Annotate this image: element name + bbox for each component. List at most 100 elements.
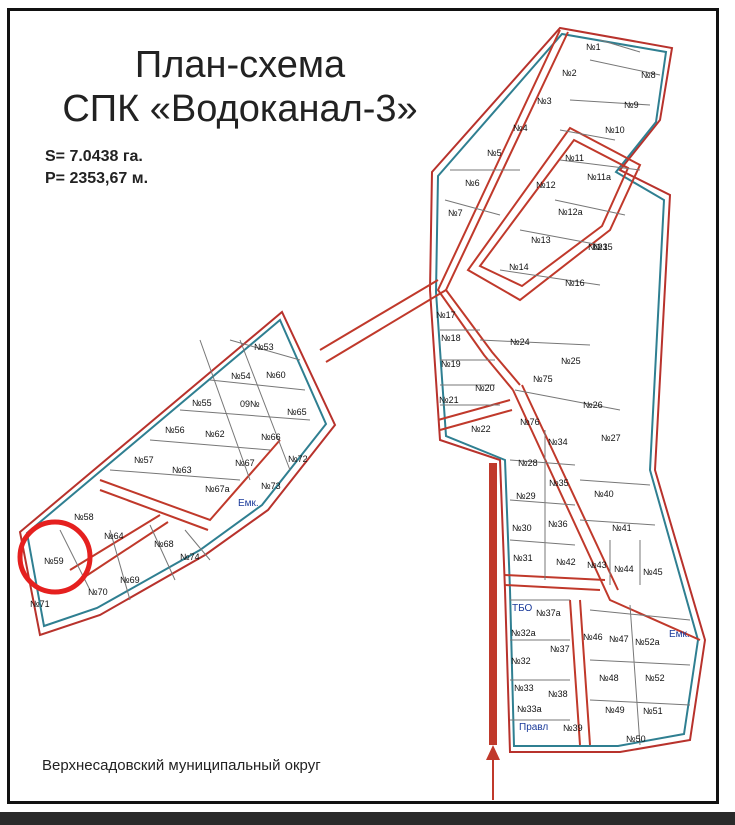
- plot-label: №44: [614, 564, 634, 574]
- plot-label: №76: [520, 417, 540, 427]
- highlight-circle: [17, 519, 93, 595]
- plot-label: №8: [641, 70, 656, 80]
- plot-label: №32: [511, 656, 531, 666]
- plot-label: №21: [439, 395, 459, 405]
- plot-label: №28: [518, 458, 538, 468]
- plot-label: №42: [556, 557, 576, 567]
- plot-label: №63: [172, 465, 192, 475]
- plot-label: №35: [549, 478, 569, 488]
- connector-road: [319, 279, 447, 363]
- sw-connector: [437, 399, 513, 431]
- plot-label: №29: [516, 491, 536, 501]
- lower-road: [504, 574, 606, 591]
- plot-label: №33: [514, 683, 534, 693]
- sw-road-1: [99, 439, 281, 531]
- plot-label: №69: [120, 575, 140, 585]
- plot-label: №10: [605, 125, 625, 135]
- arrow-head: [486, 745, 500, 760]
- plot-label: №50: [626, 734, 646, 744]
- plot-label: №67а: [205, 484, 230, 494]
- plot-label: №33а: [517, 704, 542, 714]
- plot-label: №39: [563, 723, 583, 733]
- plot-label: №14: [509, 262, 529, 272]
- ne-block-outer: [428, 26, 707, 753]
- plot-label: №59: [44, 556, 64, 566]
- plot-label: №74: [180, 552, 200, 562]
- plot-label: №46: [583, 632, 603, 642]
- plot-label: №52а: [635, 637, 660, 647]
- plot-label: №1: [586, 42, 601, 52]
- area-stat: S= 7.0438 га.: [45, 148, 143, 165]
- plot-label: №62: [205, 429, 225, 439]
- lower-vertical-road: [569, 599, 591, 746]
- plot-label: №53: [254, 342, 274, 352]
- plot-label: №38: [548, 689, 568, 699]
- entrance-arrow: [486, 463, 500, 800]
- plot-label: №6: [465, 178, 480, 188]
- plot-label: №16: [565, 278, 585, 288]
- plot-label: №30: [512, 523, 532, 533]
- main-road-ne: [436, 29, 561, 391]
- pravl-label: Правл: [519, 722, 548, 733]
- marker-labels: Емк. Емк. ТБО Правл: [238, 498, 690, 733]
- map-frame: [7, 8, 719, 804]
- district-label: Верхнесадовский муниципальный округ: [42, 757, 321, 774]
- inner-loop-road: [466, 126, 642, 302]
- plot-label: №2: [562, 68, 577, 78]
- plot-label: №13: [531, 235, 551, 245]
- plot-label: 09№: [240, 399, 260, 409]
- plot-label: №12: [536, 180, 556, 190]
- plot-label: №5: [487, 148, 502, 158]
- plot-label: №3: [537, 96, 552, 106]
- plot-label: №17: [436, 310, 456, 320]
- plot-label: №57: [134, 455, 154, 465]
- plot-label: №55: [192, 398, 212, 408]
- plot-label: №34: [548, 437, 568, 447]
- plot-label: №24: [510, 337, 530, 347]
- bottom-bar: [0, 812, 735, 825]
- perimeter-stat: P= 2353,67 м.: [45, 170, 149, 187]
- plot-label: №26: [583, 400, 603, 410]
- central-road: [512, 384, 701, 641]
- plot-label: №9: [624, 100, 639, 110]
- sw-block-outer: [18, 310, 337, 637]
- emk-label-2: Емк.: [669, 629, 690, 640]
- plot-label: №25: [561, 356, 581, 366]
- main-road-ne-2: [444, 31, 569, 386]
- plot-label: №71: [30, 599, 50, 609]
- plot-label: №54: [231, 371, 251, 381]
- plot-label: №52: [645, 673, 665, 683]
- plot-label: №65: [287, 407, 307, 417]
- plot-label: №45: [643, 567, 663, 577]
- map-title-line1: План-схема: [134, 44, 346, 86]
- plot-label: №15: [593, 242, 613, 252]
- plot-label: №64: [104, 531, 124, 541]
- plot-label: №37: [550, 644, 570, 654]
- plot-label: №70: [88, 587, 108, 597]
- plot-label: №67: [235, 458, 255, 468]
- sw-block-inner: [25, 318, 328, 628]
- plot-label: №43: [587, 560, 607, 570]
- plot-label: №18: [441, 333, 461, 343]
- plot-label: №48: [599, 673, 619, 683]
- plot-label: №68: [154, 539, 174, 549]
- plot-label: №22: [471, 424, 491, 434]
- entrance-road: [489, 463, 497, 745]
- plot-label: №36: [548, 519, 568, 529]
- plot-label: №31: [513, 553, 533, 563]
- ne-block-inner: [434, 32, 700, 747]
- plot-label: №11а: [587, 172, 611, 182]
- plot-label: №37а: [536, 608, 561, 618]
- boundaries: [18, 26, 707, 753]
- plot-label: №60: [266, 370, 286, 380]
- plot-label: №66: [261, 432, 281, 442]
- plot-label: №20: [475, 383, 495, 393]
- plot-label: №56: [165, 425, 185, 435]
- plot-label: №23: [588, 242, 608, 252]
- plot-label: №11: [565, 153, 584, 163]
- plot-dividers: [59, 39, 691, 746]
- plot-label: №72: [288, 454, 308, 464]
- plot-labels: №1№2№3№4№5№6№7№8№9№10№11№11а№12№12а№13№1…: [30, 42, 665, 744]
- plot-label: №7: [448, 208, 463, 218]
